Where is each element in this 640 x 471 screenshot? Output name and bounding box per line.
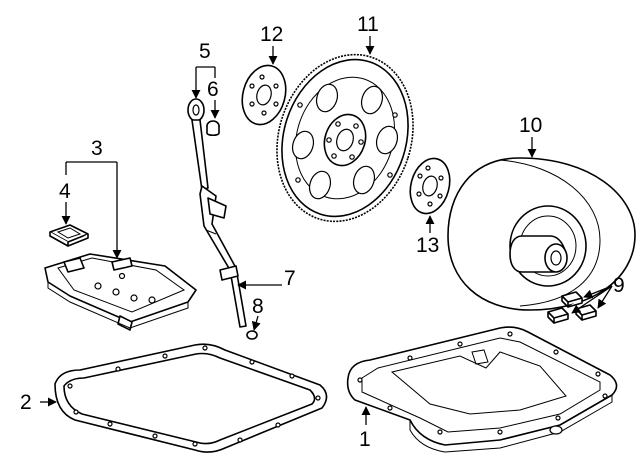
oil-pan xyxy=(346,326,618,453)
callout-10: 10 xyxy=(519,114,542,137)
callout-7: 7 xyxy=(284,267,296,290)
callout-3: 3 xyxy=(91,137,103,160)
callout-9: 9 xyxy=(613,274,625,297)
filter-element xyxy=(49,224,89,247)
cap xyxy=(206,120,220,137)
shim-plate-upper xyxy=(241,64,287,126)
o-ring xyxy=(246,330,258,340)
callout-5: 5 xyxy=(199,40,211,63)
callout-2: 2 xyxy=(20,391,32,414)
pan-gasket xyxy=(54,343,328,453)
callout-6: 6 xyxy=(207,78,219,101)
shim-plate-lower xyxy=(409,157,451,215)
torque-converter xyxy=(447,157,636,311)
strainer xyxy=(44,253,197,331)
callout-8: 8 xyxy=(252,295,264,318)
dipstick-tube xyxy=(187,98,247,328)
callout-12: 12 xyxy=(260,23,283,46)
callout-11: 11 xyxy=(357,13,379,36)
callout-4: 4 xyxy=(59,180,71,203)
leader-lines xyxy=(40,36,613,425)
callout-13: 13 xyxy=(416,234,439,257)
callout-labels: 1 2 3 4 5 6 7 8 9 10 11 12 13 xyxy=(20,13,625,451)
flywheel xyxy=(276,53,414,223)
callout-1: 1 xyxy=(359,428,371,451)
